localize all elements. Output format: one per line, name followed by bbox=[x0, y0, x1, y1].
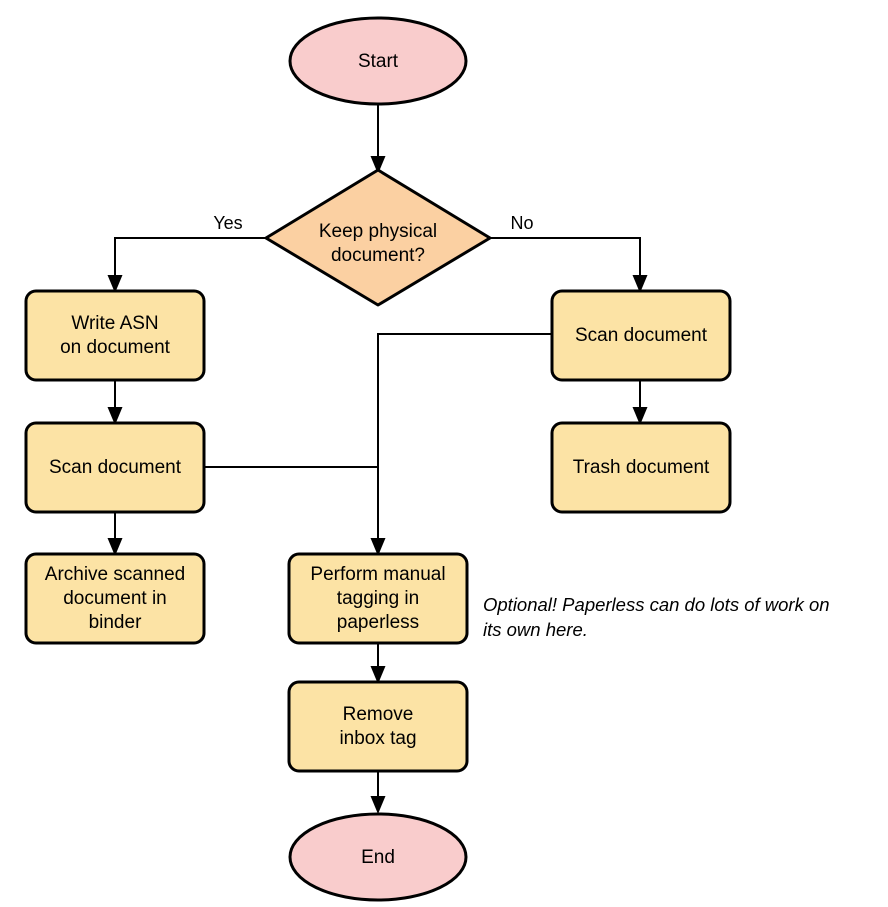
remove-inbox-tag-box[interactable] bbox=[287, 680, 469, 773]
edge-line bbox=[114, 237, 265, 282]
node-end-label: End bbox=[361, 847, 395, 868]
node-start-label: Start bbox=[358, 51, 399, 72]
trash-document-box[interactable] bbox=[550, 421, 732, 514]
node-write-asn[interactable]: Write ASN on document bbox=[24, 289, 206, 382]
node-tagging-label-line2: tagging in bbox=[337, 588, 419, 609]
arrow-head-icon bbox=[370, 156, 386, 174]
annotation-optional-note: Optional! Paperless can do lots of work … bbox=[483, 594, 830, 640]
archive-box[interactable] bbox=[24, 552, 206, 645]
edge-write-asn-to-scan-left bbox=[107, 380, 123, 425]
node-decision-keep-physical-document[interactable]: Keep physical document? bbox=[264, 168, 492, 307]
decision-diamond[interactable] bbox=[264, 168, 492, 307]
node-remove-inbox-tag[interactable]: Remove inbox tag bbox=[287, 680, 469, 773]
arrow-head-icon bbox=[107, 538, 123, 556]
edge-start-to-decision bbox=[370, 105, 386, 174]
edge-line bbox=[490, 237, 641, 282]
end-ellipse[interactable] bbox=[288, 812, 468, 902]
node-trash-document[interactable]: Trash document bbox=[550, 421, 732, 514]
edge-decision-no-to-scan-right bbox=[490, 237, 648, 293]
scan-document-left-box[interactable] bbox=[24, 421, 206, 514]
tagging-box[interactable] bbox=[287, 552, 469, 645]
edge-remove-inbox-to-end bbox=[370, 771, 386, 814]
edge-scan-right-to-tagging bbox=[370, 333, 552, 556]
node-tagging-label-line3: paperless bbox=[337, 612, 419, 633]
edge-scan-right-to-trash bbox=[632, 380, 648, 425]
arrow-head-icon bbox=[370, 538, 386, 556]
scan-document-right-box[interactable] bbox=[550, 289, 732, 382]
start-ellipse[interactable] bbox=[288, 16, 468, 106]
node-remove-inbox-label-line1: Remove bbox=[343, 704, 414, 725]
node-write-asn-label-line1: Write ASN bbox=[71, 313, 158, 334]
node-end[interactable]: End bbox=[288, 812, 468, 902]
optional-note-line2: its own here. bbox=[483, 619, 588, 640]
edge-label-yes: Yes bbox=[213, 213, 242, 233]
node-tagging-label-line1: Perform manual bbox=[310, 564, 445, 585]
node-decision-label-line2: document? bbox=[331, 245, 425, 266]
optional-note-line1: Optional! Paperless can do lots of work … bbox=[483, 594, 830, 615]
node-perform-manual-tagging[interactable]: Perform manual tagging in paperless bbox=[287, 552, 469, 645]
arrow-head-icon bbox=[632, 407, 648, 425]
node-trash-document-label: Trash document bbox=[573, 457, 710, 478]
node-scan-document-right-label: Scan document bbox=[575, 325, 708, 346]
node-decision-label-line1: Keep physical bbox=[319, 221, 437, 242]
write-asn-box[interactable] bbox=[24, 289, 206, 382]
edge-line bbox=[377, 333, 552, 545]
node-archive-scanned-document[interactable]: Archive scanned document in binder bbox=[24, 552, 206, 645]
node-archive-label-line1: Archive scanned bbox=[45, 564, 185, 585]
edge-decision-yes-to-write-asn bbox=[107, 237, 265, 293]
node-scan-document-right[interactable]: Scan document bbox=[550, 289, 732, 382]
edge-tagging-to-remove-inbox bbox=[370, 643, 386, 684]
arrow-head-icon bbox=[107, 407, 123, 425]
edge-label-no: No bbox=[510, 213, 533, 233]
arrow-head-icon bbox=[370, 796, 386, 814]
node-write-asn-label-line2: on document bbox=[60, 337, 171, 358]
node-archive-label-line2: document in bbox=[63, 588, 167, 609]
arrow-head-icon bbox=[632, 275, 648, 293]
node-start[interactable]: Start bbox=[288, 16, 468, 106]
node-scan-document-left[interactable]: Scan document bbox=[24, 421, 206, 514]
edge-scan-left-to-archive bbox=[107, 512, 123, 556]
node-archive-label-line3: binder bbox=[89, 612, 142, 633]
arrow-head-icon bbox=[107, 275, 123, 293]
arrow-head-icon bbox=[370, 666, 386, 684]
node-remove-inbox-label-line2: inbox tag bbox=[339, 728, 416, 749]
node-scan-document-left-label: Scan document bbox=[49, 457, 182, 478]
